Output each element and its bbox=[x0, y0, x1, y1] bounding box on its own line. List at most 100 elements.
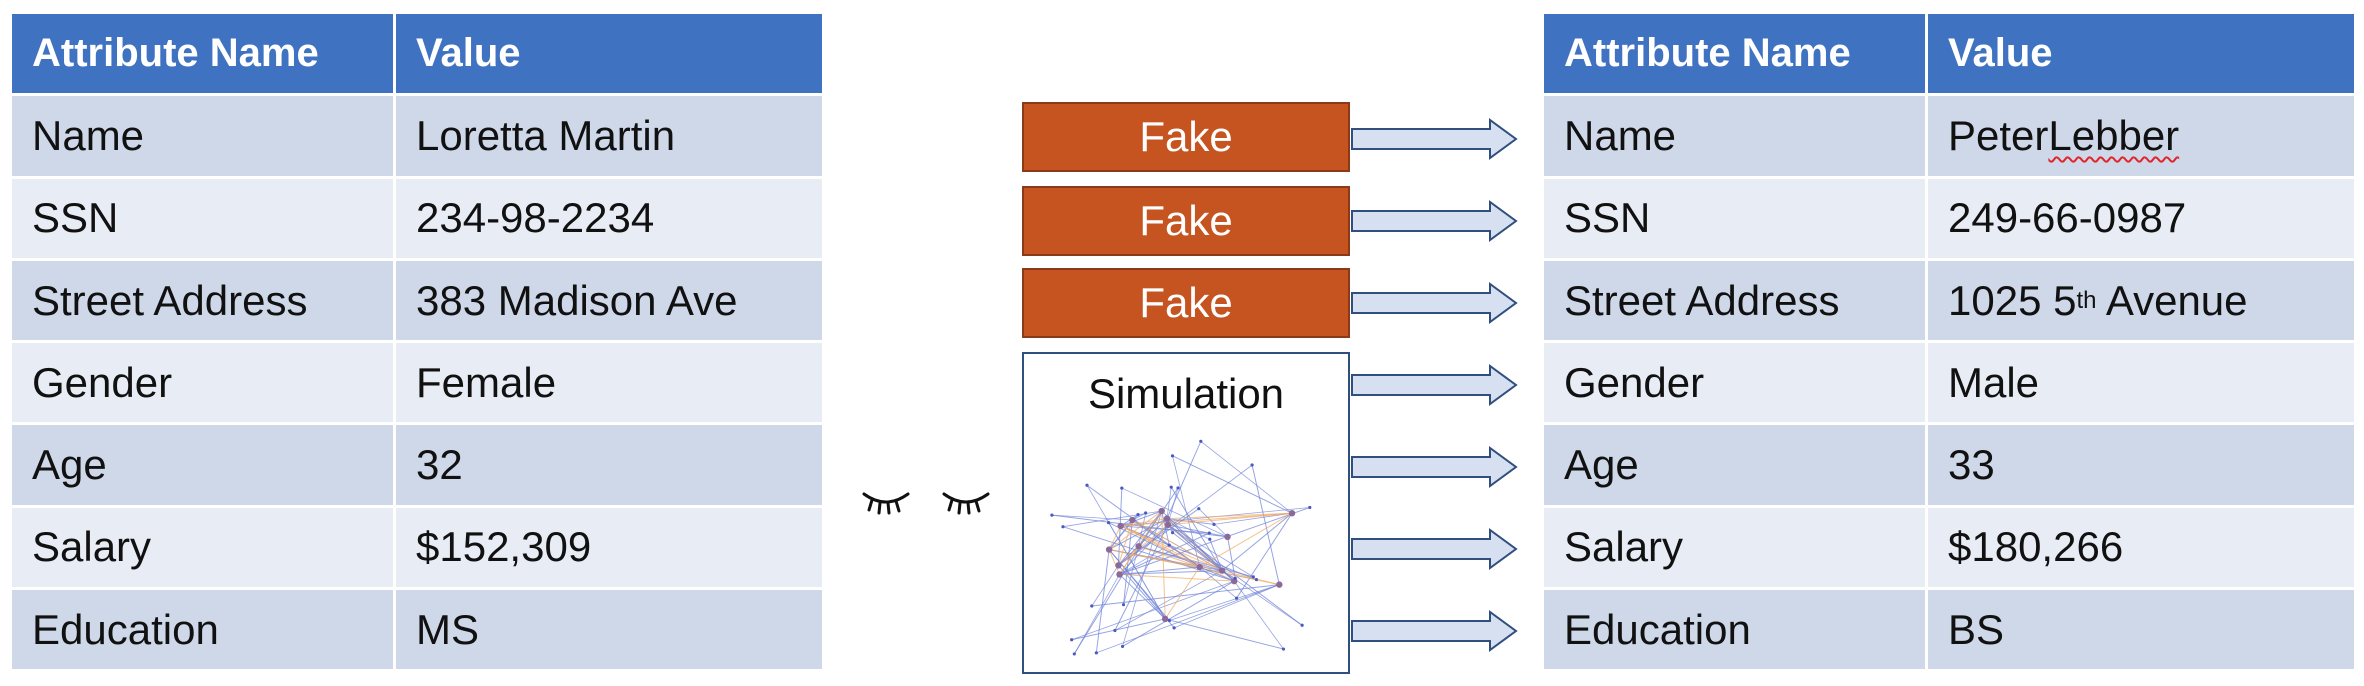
network-edge bbox=[1161, 510, 1170, 546]
network-node bbox=[1234, 596, 1239, 600]
network-graph-icon bbox=[1050, 439, 1312, 656]
table-row: Gender Male bbox=[1544, 343, 2354, 426]
attribute-cell: Street Address bbox=[1544, 260, 1928, 341]
network-edge bbox=[1118, 518, 1168, 566]
fake-generator-address: Fake bbox=[1022, 268, 1350, 338]
network-node bbox=[1176, 486, 1180, 490]
table-row: SSN 234-98-2234 bbox=[12, 178, 822, 261]
network-node bbox=[1116, 571, 1123, 578]
network-edge bbox=[1165, 618, 1284, 650]
network-edge bbox=[1119, 524, 1169, 575]
address-street: Avenue bbox=[2096, 276, 2248, 324]
right-arrow-icon bbox=[1351, 610, 1518, 652]
network-edge bbox=[1221, 570, 1280, 586]
attribute-cell: Name bbox=[1544, 96, 1928, 176]
table-row: Street Address 383 Madison Ave bbox=[12, 260, 822, 344]
network-edge bbox=[1170, 486, 1223, 571]
network-edge bbox=[1108, 510, 1162, 550]
value-cell: 32 bbox=[416, 441, 463, 489]
value-cell: 249-66-0987 bbox=[1948, 194, 2187, 242]
network-edge bbox=[1073, 574, 1120, 655]
table-header: Attribute Name Value bbox=[12, 14, 822, 97]
table-row: Salary $180,266 bbox=[1544, 507, 2354, 591]
network-node bbox=[1117, 522, 1124, 530]
network-node bbox=[1172, 626, 1176, 630]
network-node bbox=[1161, 615, 1169, 623]
network-edge bbox=[1119, 566, 1200, 575]
network-edge bbox=[1199, 512, 1293, 568]
network-node bbox=[1129, 516, 1136, 524]
network-node bbox=[1094, 651, 1098, 655]
network-node bbox=[1250, 463, 1254, 467]
attribute-cell: Street Address bbox=[12, 260, 396, 341]
fake-label: Fake bbox=[1139, 279, 1233, 326]
value-first-name: Peter bbox=[1948, 111, 2049, 159]
network-edge bbox=[1172, 455, 1293, 514]
original-attributes-table: Attribute Name Value Name Loretta Martin… bbox=[12, 14, 822, 673]
network-edge bbox=[1119, 544, 1170, 575]
network-edge bbox=[1117, 519, 1133, 566]
table-row: Age 33 bbox=[1544, 425, 2354, 508]
header-attribute-name: Attribute Name bbox=[1544, 14, 1928, 94]
network-node bbox=[1164, 521, 1172, 529]
right-arrow-icon bbox=[1351, 528, 1518, 570]
network-edge bbox=[1114, 570, 1223, 631]
network-edge bbox=[1119, 570, 1223, 575]
closed-eyes-icon bbox=[862, 492, 990, 515]
right-arrow-icon bbox=[1351, 446, 1518, 488]
network-node bbox=[1072, 652, 1076, 656]
network-edge bbox=[1166, 512, 1293, 520]
network-edge bbox=[1109, 549, 1200, 568]
network-node bbox=[1300, 623, 1304, 627]
network-edge bbox=[1138, 512, 1147, 547]
network-edge bbox=[1118, 524, 1169, 566]
value-cell: Female bbox=[416, 358, 557, 406]
network-node bbox=[1115, 562, 1122, 569]
network-node bbox=[1050, 513, 1054, 517]
simulation-label: Simulation bbox=[1087, 370, 1285, 417]
table-row: Salary $152,309 bbox=[12, 507, 822, 591]
network-edge bbox=[1213, 512, 1293, 525]
table-row: Education BS bbox=[1544, 590, 2354, 673]
value-cell: 234-98-2234 bbox=[416, 194, 655, 242]
network-edge bbox=[1138, 545, 1223, 572]
network-edge bbox=[1108, 549, 1120, 575]
network-node bbox=[1113, 628, 1117, 633]
network-node bbox=[1196, 563, 1203, 571]
value-cell: Peter Lebber bbox=[1928, 96, 2354, 175]
header-attribute-name: Attribute Name bbox=[12, 14, 396, 94]
attribute-cell: Age bbox=[1544, 425, 1928, 505]
network-edge bbox=[1073, 510, 1163, 655]
value-cell: 383 Madison Ave bbox=[416, 276, 738, 324]
network-node bbox=[1158, 507, 1165, 515]
table-header: Attribute Name Value bbox=[1544, 14, 2354, 97]
network-node bbox=[1224, 533, 1231, 541]
attribute-cell: SSN bbox=[12, 178, 396, 258]
table-row: Name Peter Lebber bbox=[1544, 96, 2354, 179]
value-cell: Loretta Martin bbox=[416, 111, 676, 159]
right-arrow-icon bbox=[1351, 118, 1518, 160]
network-node bbox=[1233, 576, 1237, 580]
network-edge bbox=[1071, 618, 1166, 641]
network-node bbox=[1218, 567, 1226, 574]
attribute-cell: Gender bbox=[12, 343, 396, 423]
network-node bbox=[1135, 543, 1142, 550]
network-edge bbox=[1096, 584, 1280, 654]
network-edge bbox=[1233, 580, 1284, 650]
synthetic-attributes-table: Attribute Name Value Name Peter Lebber S… bbox=[1544, 14, 2354, 673]
network-edge bbox=[1119, 574, 1166, 620]
network-edge bbox=[1169, 584, 1280, 621]
attribute-cell: Salary bbox=[1544, 507, 1928, 588]
value-cell: 33 bbox=[1948, 441, 1995, 489]
network-node bbox=[1085, 483, 1089, 487]
network-node bbox=[1199, 439, 1203, 443]
attribute-cell: SSN bbox=[1544, 178, 1928, 258]
network-node bbox=[1251, 575, 1255, 579]
network-node bbox=[1288, 509, 1296, 517]
network-node bbox=[1281, 647, 1286, 651]
network-node bbox=[1207, 531, 1211, 535]
network-edge bbox=[1199, 566, 1235, 582]
network-node bbox=[1136, 513, 1140, 517]
